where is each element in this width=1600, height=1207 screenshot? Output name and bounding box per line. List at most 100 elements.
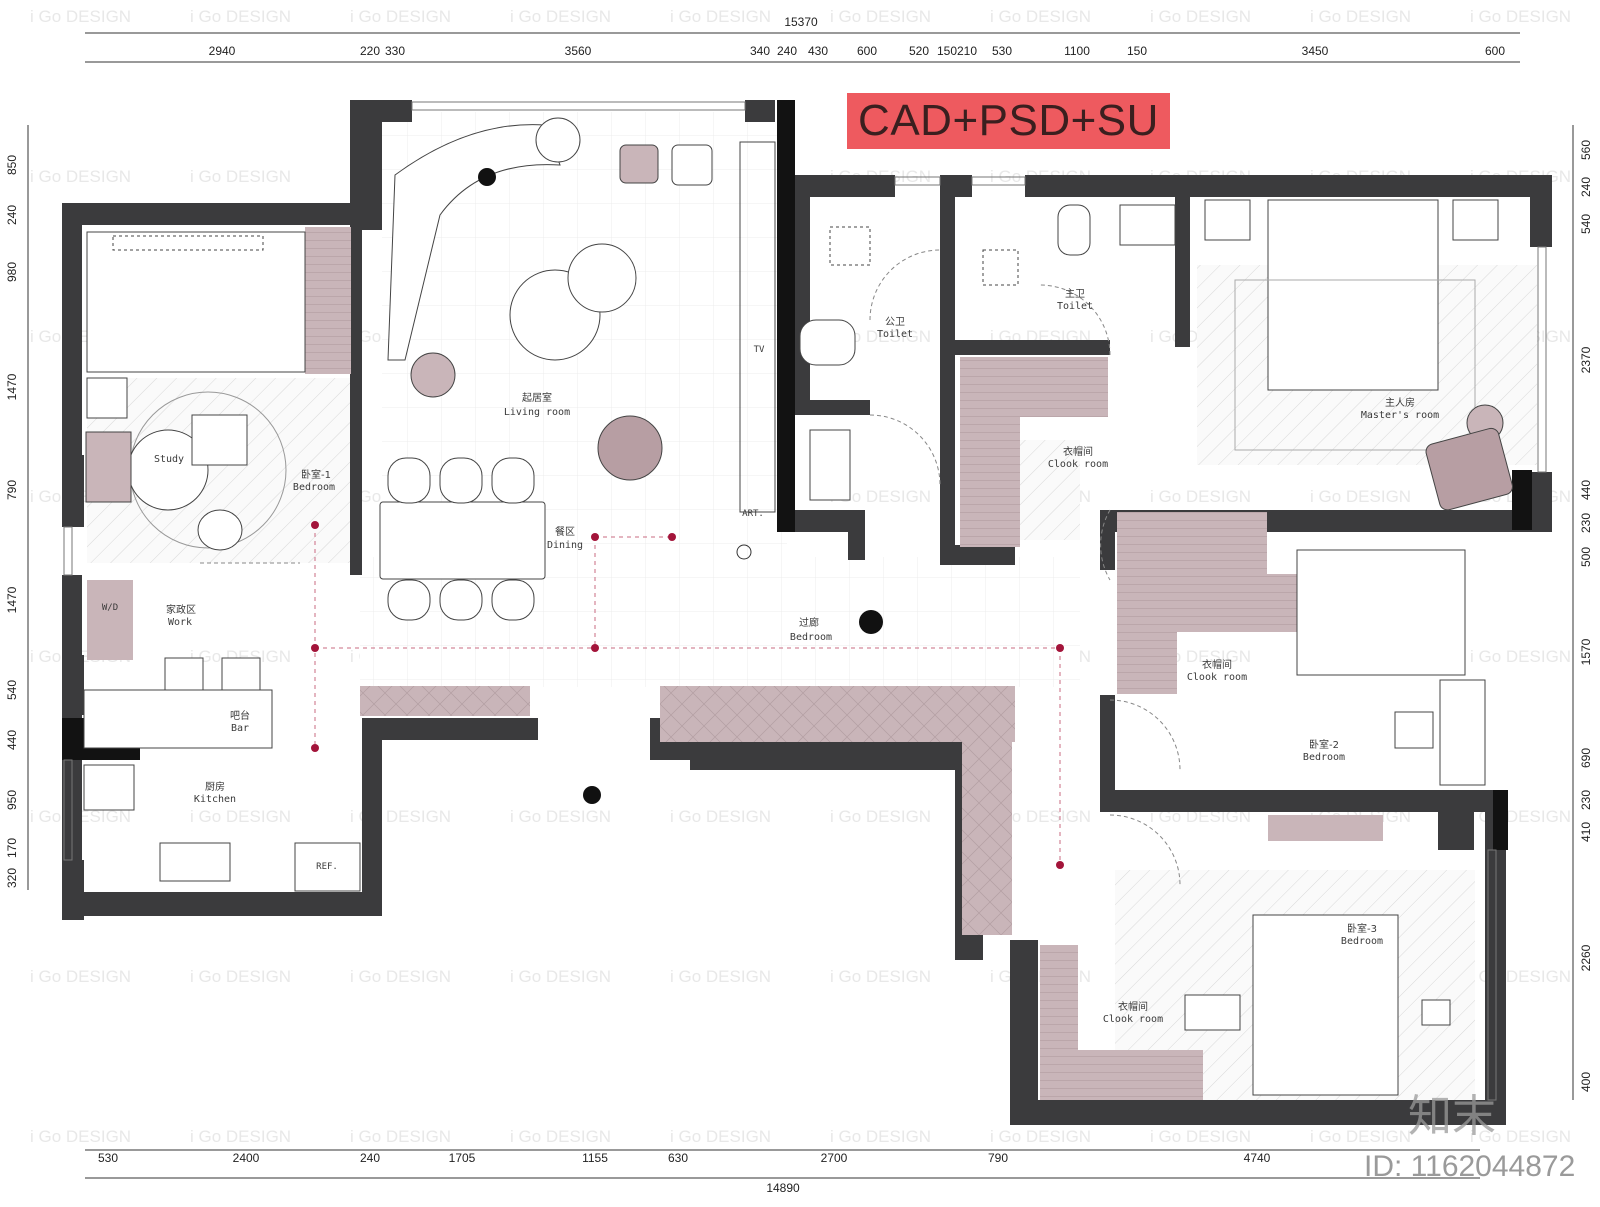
top-dim: 530	[992, 44, 1012, 58]
room-label-en: Toilet	[1057, 301, 1093, 312]
room-label-en: Bar	[231, 723, 249, 734]
bottom-dim: 4740	[1244, 1151, 1271, 1165]
right-dim: 440	[1579, 480, 1593, 500]
right-dim: 500	[1579, 547, 1593, 567]
watermark-text: i Go DESIGN	[1150, 7, 1251, 26]
watermark-text: i Go DESIGN	[1470, 647, 1571, 666]
cabinets	[87, 227, 1383, 1100]
watermark-text: i Go DESIGN	[1310, 487, 1411, 506]
watermark-text: i Go DESIGN	[1470, 7, 1571, 26]
right-dim: 410	[1579, 822, 1593, 842]
top-dim: 330	[385, 44, 405, 58]
room-label-en: Clook room	[1048, 459, 1108, 470]
top-dim: 1100	[1064, 44, 1090, 58]
fixture-label-tv: TV	[754, 345, 765, 355]
room-label-en: Bedroom	[293, 482, 335, 493]
top-dim: 210	[957, 44, 977, 58]
watermark-text: i Go DESIGN	[190, 7, 291, 26]
room-label-cn: 餐区	[555, 525, 575, 538]
bottom-dim: 240	[360, 1151, 380, 1165]
room-label-cn: 衣帽间	[1118, 1000, 1148, 1013]
watermark-text: i Go DESIGN	[990, 1127, 1091, 1146]
left-dim: 540	[5, 680, 19, 700]
watermark-text: i Go DESIGN	[990, 807, 1091, 826]
bottom-total-dimension: 14890	[766, 1181, 800, 1195]
top-dim: 430	[808, 44, 828, 58]
top-dim: 520	[909, 44, 929, 58]
top-dim: 150	[1127, 44, 1147, 58]
watermark-text: i Go DESIGN	[1310, 1127, 1411, 1146]
fixture-label-art: ART.	[742, 509, 764, 519]
watermark-text: i Go DESIGN	[190, 1127, 291, 1146]
watermark-text: i Go DESIGN	[990, 7, 1091, 26]
watermark-text: i Go DESIGN	[30, 1127, 131, 1146]
right-dim: 400	[1579, 1072, 1593, 1092]
watermark-text: i Go DESIGN	[350, 1127, 451, 1146]
bottom-dim: 790	[988, 1151, 1008, 1165]
room-labels: 起居室 Living room 餐区 Dining 过廊 Bedroom 卧室-…	[102, 288, 1439, 1025]
room-label-cn: 衣帽间	[1202, 658, 1232, 671]
bottom-dim: 2400	[233, 1151, 260, 1165]
top-dim: 3450	[1302, 44, 1329, 58]
room-label-en: Clook room	[1103, 1014, 1163, 1025]
doors	[200, 249, 1181, 886]
dimension-lines	[27, 32, 1574, 1179]
room-label-cn: 主卫	[1065, 288, 1085, 300]
right-dim: 2260	[1579, 944, 1593, 971]
room-label-cn: 衣帽间	[1063, 445, 1093, 458]
watermark-text: i Go DESIGN	[510, 7, 611, 26]
watermark-text: i Go DESIGN	[1470, 1127, 1571, 1146]
person-figures	[478, 168, 883, 804]
image-id-label: ID: 1162044872	[1364, 1150, 1576, 1183]
room-label-en: Bedroom	[1341, 936, 1383, 947]
watermark-text: i Go DESIGN	[830, 487, 931, 506]
left-dim: 240	[5, 205, 19, 225]
right-dim: 690	[1579, 748, 1593, 768]
watermark-text: i Go DESIGN	[350, 7, 451, 26]
watermark-text: i Go DESIGN	[830, 807, 931, 826]
left-dim: 170	[5, 838, 19, 858]
room-label-en: Bedroom	[790, 632, 832, 643]
watermark-text: i Go DESIGN	[830, 7, 931, 26]
room-label-cn: 卧室-1	[301, 468, 331, 481]
watermark-text: i Go DESIGN	[190, 167, 291, 186]
top-dim: 220	[360, 44, 380, 58]
room-label-en: Bedroom	[1303, 752, 1345, 763]
watermark-text: i Go DESIGN	[510, 967, 611, 986]
watermark-text: i Go DESIGN	[510, 807, 611, 826]
room-label-cn: 家政区	[166, 603, 196, 616]
watermark-text: i Go DESIGN	[190, 807, 291, 826]
watermark-text: i Go DESIGN	[190, 647, 291, 666]
top-dim: 340	[750, 44, 770, 58]
watermark-text: i Go DESIGN	[670, 1127, 771, 1146]
fixture-label-wd: W/D	[102, 603, 118, 613]
watermark-text: i Go DESIGN	[30, 7, 131, 26]
dimension-labels: 15370 2940 220 330 3560 340 240 430 600 …	[5, 15, 1593, 1195]
bottom-dim: 2700	[821, 1151, 848, 1165]
left-dim: 790	[5, 480, 19, 500]
furniture	[83, 117, 1513, 1096]
room-label-en: Master's room	[1361, 410, 1439, 421]
ceiling-markers	[311, 521, 1064, 869]
right-dim: 230	[1579, 513, 1593, 533]
room-label-en: Work	[168, 617, 192, 628]
watermark-text: i Go DESIGN	[1150, 1127, 1251, 1146]
format-badge: CAD+PSD+SU	[847, 93, 1170, 149]
room-label-en: Clook room	[1187, 672, 1247, 683]
right-dim: 1570	[1579, 638, 1593, 665]
watermark-text: i Go DESIGN	[190, 967, 291, 986]
watermark-text: i Go DESIGN	[30, 967, 131, 986]
bottom-dim: 1155	[582, 1151, 608, 1165]
left-dim: 950	[5, 790, 19, 810]
watermark-text: i Go DESIGN	[670, 7, 771, 26]
watermark-text: i Go DESIGN	[510, 1127, 611, 1146]
room-label-cn: 过廊	[799, 616, 819, 629]
right-dim: 230	[1579, 790, 1593, 810]
watermark-text: i Go DESIGN	[830, 967, 931, 986]
left-dim: 850	[5, 155, 19, 175]
right-dim: 560	[1579, 140, 1593, 160]
bottom-dim: 630	[668, 1151, 688, 1165]
watermark-text: i Go DESIGN	[1150, 487, 1251, 506]
room-label-cn: 卧室-2	[1309, 738, 1339, 751]
